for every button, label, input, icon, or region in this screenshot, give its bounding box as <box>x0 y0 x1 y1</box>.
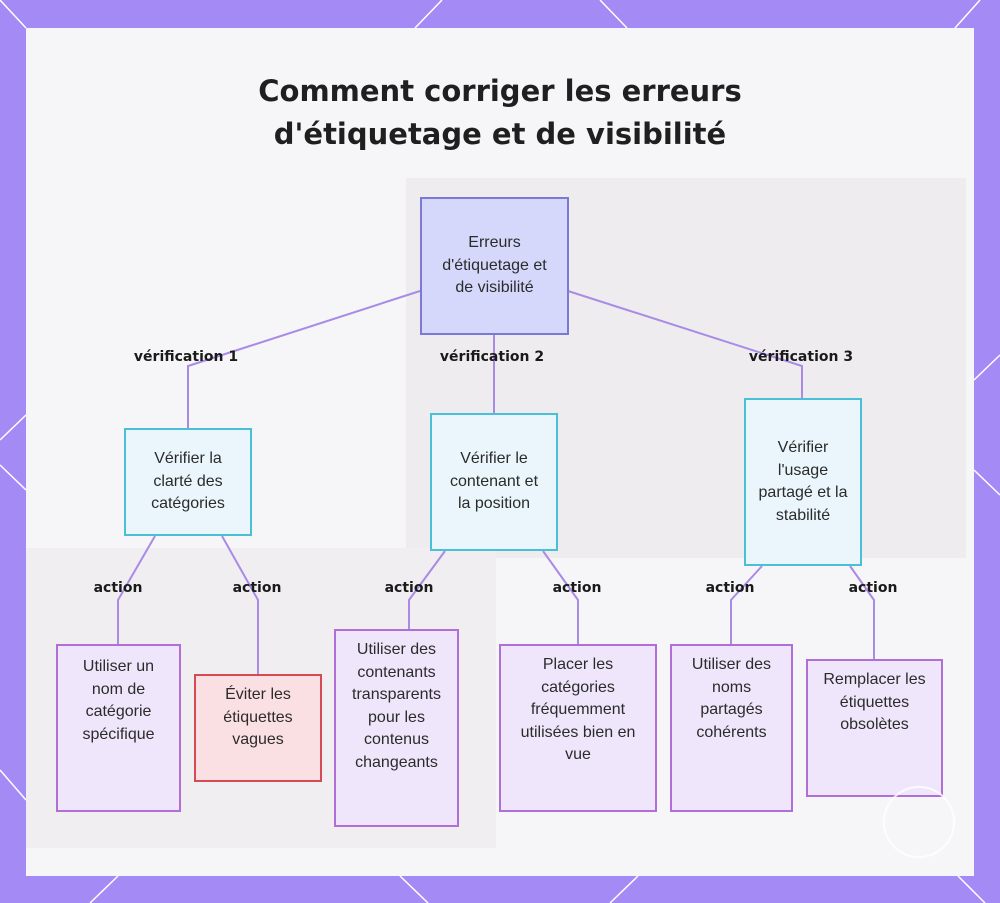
node-check-1: Vérifier la clarté des catégories <box>124 428 252 536</box>
node-check-3: Vérifier l'usage partagé et la stabilité <box>744 398 862 566</box>
node-action-5: Utiliser des noms partagés cohérents <box>670 644 793 812</box>
edge-label-check1: vérification 1 <box>134 349 238 365</box>
edge-label-action5: action <box>706 580 755 596</box>
watermark-logo <box>883 786 955 858</box>
edge-label-action2: action <box>233 580 282 596</box>
node-action-6: Remplacer les étiquettes obsolètes <box>806 659 943 797</box>
node-action-3: Utiliser des contenants transparents pou… <box>334 629 459 827</box>
edge-label-action4: action <box>553 580 602 596</box>
edge-label-check3: vérification 3 <box>749 349 853 365</box>
edge-check2-action4 <box>543 551 578 644</box>
edge-root-check3 <box>568 291 802 398</box>
edge-label-action6: action <box>849 580 898 596</box>
edge-label-action3: action <box>385 580 434 596</box>
node-action-1: Utiliser un nom de catégorie spécifique <box>56 644 181 812</box>
node-action-2: Éviter les étiquettes vagues <box>194 674 322 782</box>
edge-label-check2: vérification 2 <box>440 349 544 365</box>
node-root: Erreurs d'étiquetage et de visibilité <box>420 197 569 335</box>
node-action-4: Placer les catégories fréquemment utilis… <box>499 644 657 812</box>
edge-label-action1: action <box>94 580 143 596</box>
edge-check3-action5 <box>731 566 762 644</box>
edge-check1-action2 <box>222 536 258 674</box>
node-check-2: Vérifier le contenant et la position <box>430 413 558 551</box>
